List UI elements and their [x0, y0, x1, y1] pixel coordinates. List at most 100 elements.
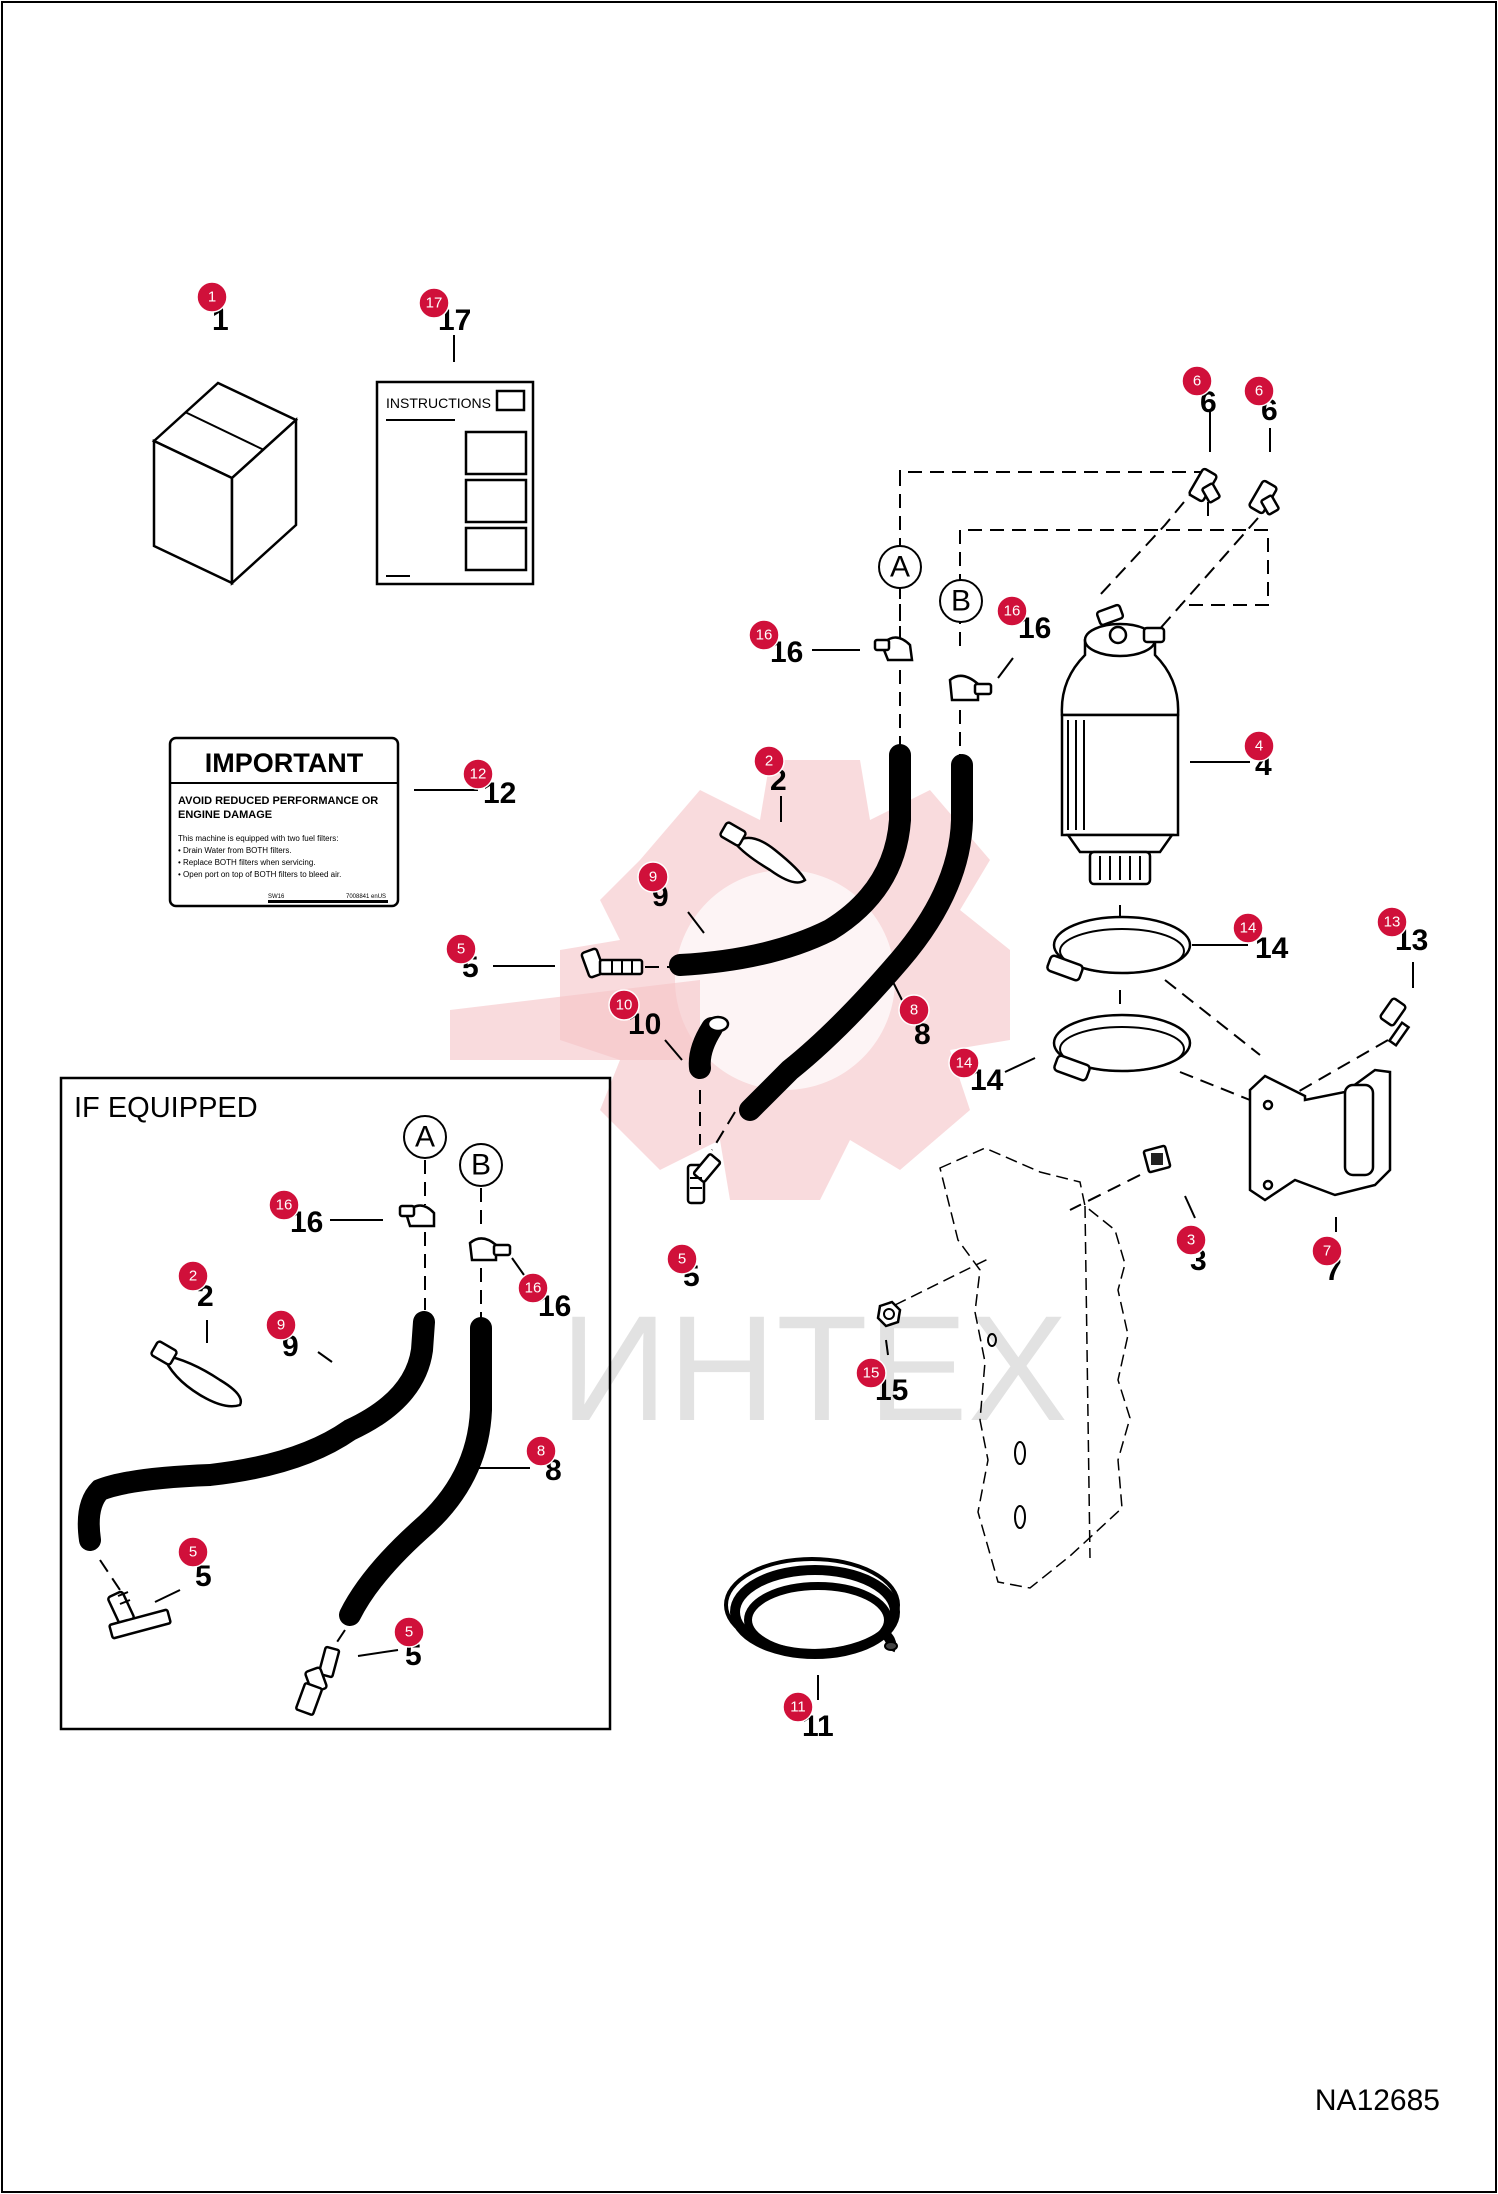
callout-badge-14a[interactable]: 14	[1232, 912, 1264, 944]
callout-badge-16b[interactable]: 16	[996, 595, 1028, 627]
svg-text:15: 15	[863, 1365, 880, 1382]
instructions-label: INSTRUCTIONS	[386, 395, 491, 411]
svg-text:B: B	[951, 585, 971, 618]
leader-5c	[154, 1589, 181, 1603]
svg-text:1: 1	[208, 289, 216, 306]
fuel-hose-8-optional	[339, 1317, 492, 1626]
svg-text:8: 8	[910, 1002, 918, 1019]
elbow-fitting-6a	[1188, 467, 1221, 504]
svg-text:5: 5	[678, 1251, 686, 1268]
connection-letter-b: B	[939, 579, 983, 623]
routing-dash-b	[959, 529, 1269, 606]
callout-badge-6b[interactable]: 6	[1243, 375, 1275, 407]
hose-clamp-14a	[1046, 915, 1192, 982]
elbow-fitting-6b	[1248, 479, 1280, 516]
tee-fitting-5d	[295, 1645, 341, 1716]
small-clamp-16b	[948, 674, 993, 702]
small-clamp-16a	[873, 636, 914, 662]
callout-badge-9b[interactable]: 9	[265, 1309, 297, 1341]
leader-16b	[997, 657, 1014, 679]
machine-frame-outline	[939, 1147, 1131, 1589]
callout-badge-14b[interactable]: 14	[948, 1047, 980, 1079]
tie-strap	[719, 821, 807, 884]
svg-text:16: 16	[756, 627, 773, 644]
callout-badge-7[interactable]: 7	[1311, 1235, 1343, 1267]
leader-15	[885, 1339, 889, 1356]
callout-badge-1[interactable]: 1	[196, 281, 228, 313]
item-number-1: 1	[212, 304, 229, 337]
callout-badge-6a[interactable]: 6	[1181, 365, 1213, 397]
item-number-8: 8	[914, 1018, 931, 1051]
clip-nut	[1142, 1144, 1172, 1174]
callout-badge-2b[interactable]: 2	[177, 1260, 209, 1292]
connection-letter-a: A	[878, 545, 922, 589]
svg-text:16: 16	[1004, 603, 1021, 620]
callout-badge-5c[interactable]: 5	[177, 1536, 209, 1568]
leader-16d	[511, 1257, 525, 1276]
callout-badge-11[interactable]: 11	[782, 1691, 814, 1723]
small-clamp-16c	[398, 1204, 436, 1228]
fuel-hose-9-optional	[77, 1311, 435, 1551]
svg-text:11: 11	[790, 1699, 806, 1716]
hose-clamp-14b	[1052, 1013, 1192, 1082]
svg-text:10: 10	[616, 997, 633, 1014]
callout-badge-8b[interactable]: 8	[525, 1435, 557, 1467]
svg-text:3: 3	[1187, 1232, 1195, 1249]
callout-badge-10[interactable]: 10	[608, 989, 640, 1021]
tee-fitting-5a	[580, 947, 644, 979]
callout-badge-8[interactable]: 8	[898, 994, 930, 1026]
svg-text:5: 5	[457, 941, 465, 958]
callout-badge-16c[interactable]: 16	[268, 1189, 300, 1221]
callout-badge-5b[interactable]: 5	[666, 1243, 698, 1275]
callout-badge-12[interactable]: 12	[462, 758, 494, 790]
connection-letter-a-optional: A	[403, 1115, 447, 1159]
elbow-hose-10	[688, 1015, 730, 1079]
svg-text:14: 14	[956, 1055, 973, 1072]
fuel-hose-8	[739, 754, 973, 1121]
decal-footer-left: SW16	[268, 894, 285, 900]
coiled-fuel-hose	[724, 1557, 900, 1659]
svg-text:17: 17	[426, 295, 443, 312]
decal-body-2: • Drain Water from BOTH filters.	[178, 846, 292, 855]
callout-badge-4[interactable]: 4	[1243, 730, 1275, 762]
svg-text:5: 5	[189, 1544, 197, 1561]
callout-badge-5d[interactable]: 5	[393, 1616, 425, 1648]
item-number-14a: 14	[1255, 932, 1289, 965]
callout-badge-3[interactable]: 3	[1175, 1224, 1207, 1256]
callout-badge-13[interactable]: 13	[1376, 906, 1408, 938]
tee-fitting-5c	[107, 1590, 172, 1640]
decal-title: IMPORTANT	[205, 748, 364, 778]
leader-3	[1184, 1195, 1196, 1219]
callout-badge-5a[interactable]: 5	[445, 933, 477, 965]
svg-text:5: 5	[405, 1624, 413, 1641]
callout-badge-16d[interactable]: 16	[517, 1272, 549, 1304]
decal-footer-right: 7008841 enUS	[346, 894, 386, 900]
svg-text:A: A	[415, 1121, 435, 1154]
routing-dash-6a	[1099, 484, 1199, 596]
flange-nut	[876, 1300, 902, 1328]
callout-badge-2[interactable]: 2	[753, 745, 785, 777]
callout-badge-9[interactable]: 9	[637, 861, 669, 893]
fuel-hose-9	[669, 744, 911, 976]
svg-text:9: 9	[649, 869, 657, 886]
drawing-number: NA12685	[1315, 2084, 1440, 2117]
svg-text:14: 14	[1240, 920, 1257, 937]
callout-badge-16a[interactable]: 16	[748, 619, 780, 651]
svg-text:9: 9	[277, 1317, 285, 1334]
decal-subtitle-1: AVOID REDUCED PERFORMANCE OR	[178, 795, 378, 807]
svg-text:16: 16	[525, 1280, 542, 1297]
mounting-bracket	[1248, 1068, 1392, 1202]
important-decal: IMPORTANT AVOID REDUCED PERFORMANCE OR E…	[168, 736, 400, 908]
routing-dash-6b	[1149, 517, 1259, 641]
callout-badge-15[interactable]: 15	[855, 1357, 887, 1389]
callout-badge-17[interactable]: 17	[418, 287, 450, 319]
small-clamp-16d	[468, 1237, 512, 1262]
svg-text:8: 8	[537, 1443, 545, 1460]
decal-body-1: This machine is equipped with two fuel f…	[178, 834, 339, 843]
kit-box	[151, 381, 299, 586]
bolt	[1379, 997, 1411, 1048]
instructions-sheet: INSTRUCTIONS	[375, 380, 535, 586]
svg-text:2: 2	[189, 1268, 197, 1285]
svg-text:12: 12	[470, 766, 487, 783]
